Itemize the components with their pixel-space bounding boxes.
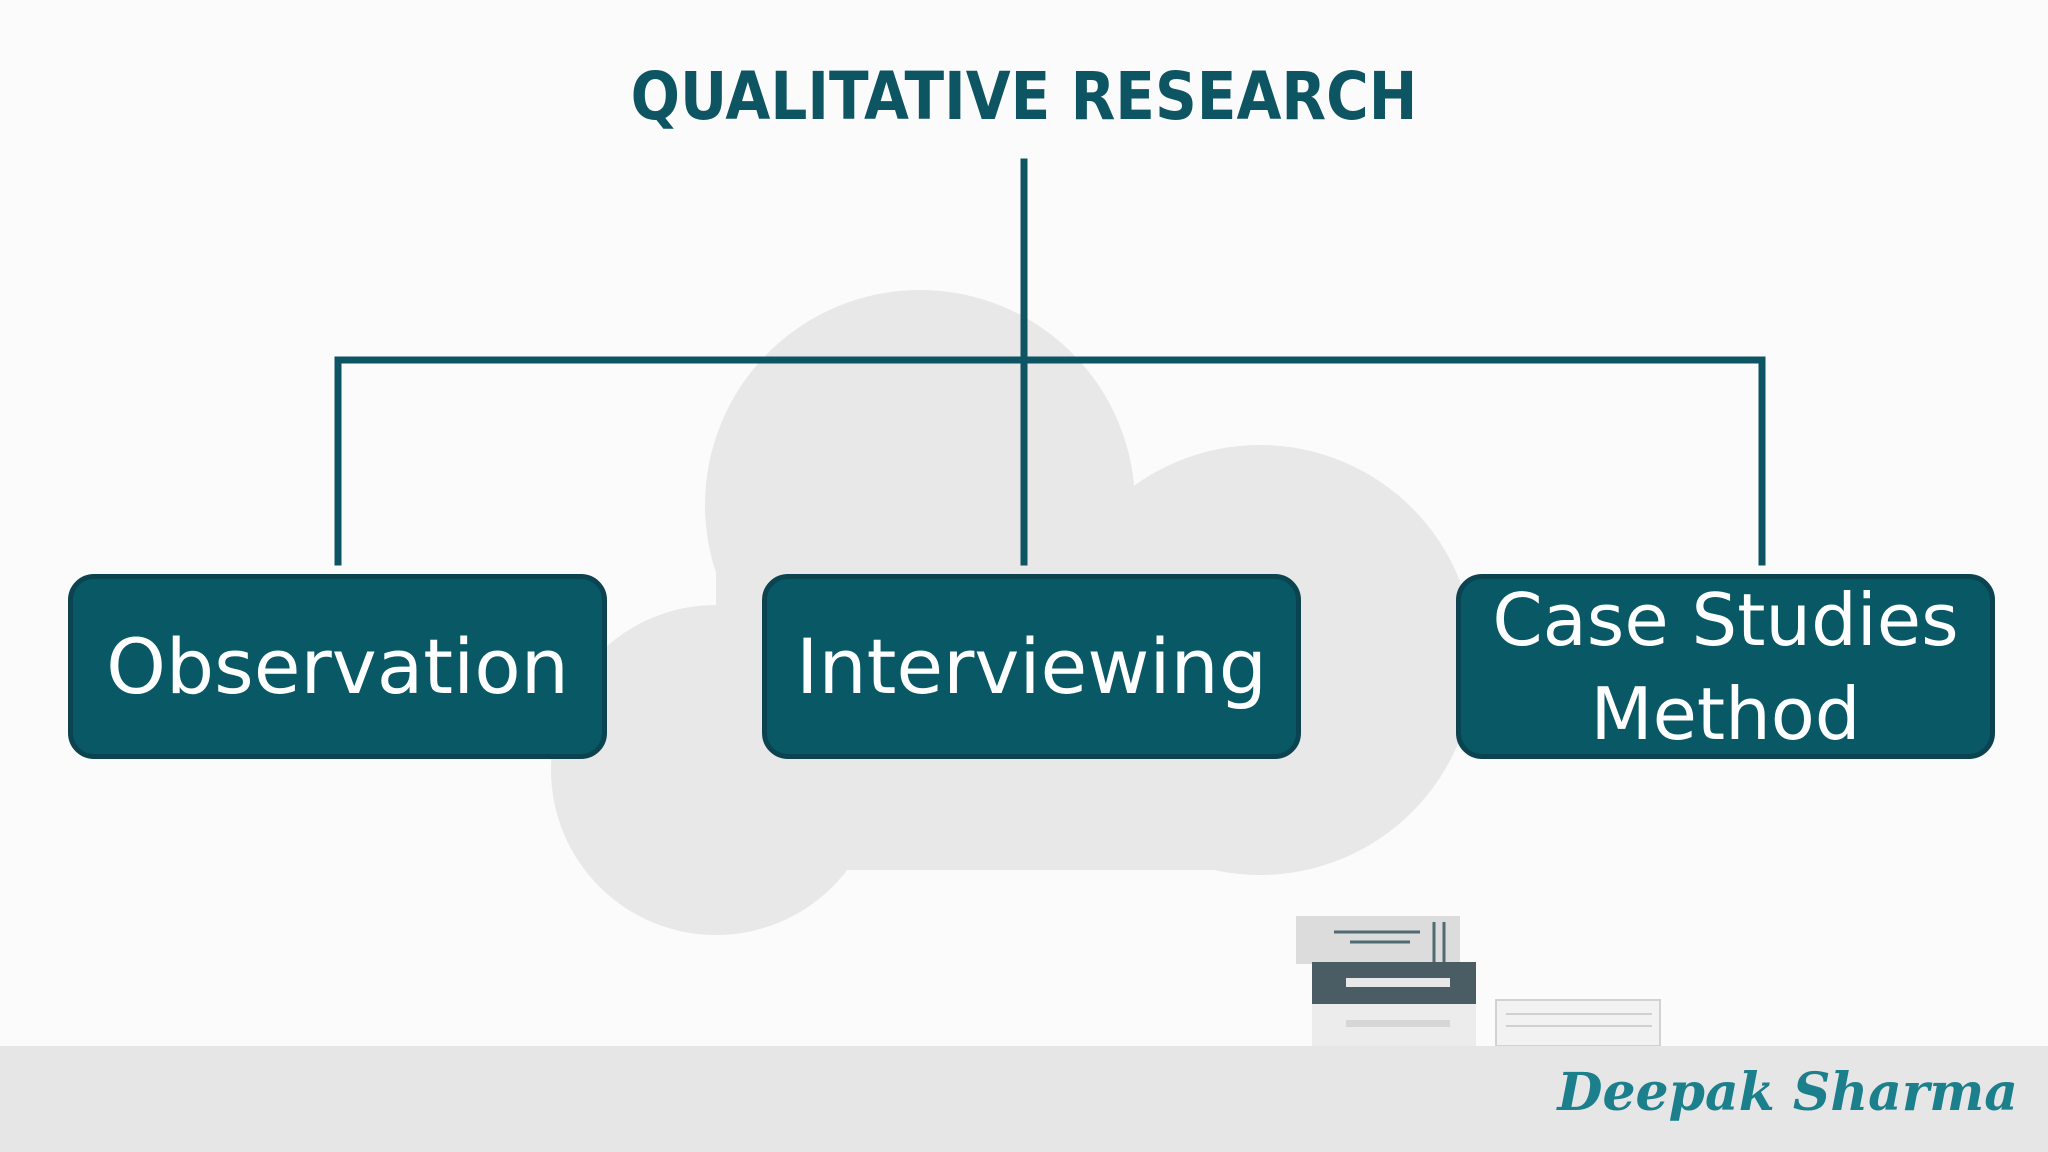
node-interviewing: Interviewing [762,574,1301,759]
floor-band [0,1046,2048,1152]
node-case-studies-label-line1: Case Studies [1492,577,1959,662]
node-interviewing-label: Interviewing [796,621,1267,711]
node-case-studies-method: Case Studies Method [1456,574,1995,759]
node-observation: Observation [68,574,607,759]
node-observation-label: Observation [106,621,569,711]
author-signature: Deepak Sharma [1557,1062,2018,1123]
diagram-title: QUALITATIVE RESEARCH [630,58,1418,135]
node-case-studies-label-line2: Method [1590,671,1861,756]
node-case-studies-text: Case Studies Method [1492,573,1958,761]
books-stack-illustration [1296,916,1661,1047]
